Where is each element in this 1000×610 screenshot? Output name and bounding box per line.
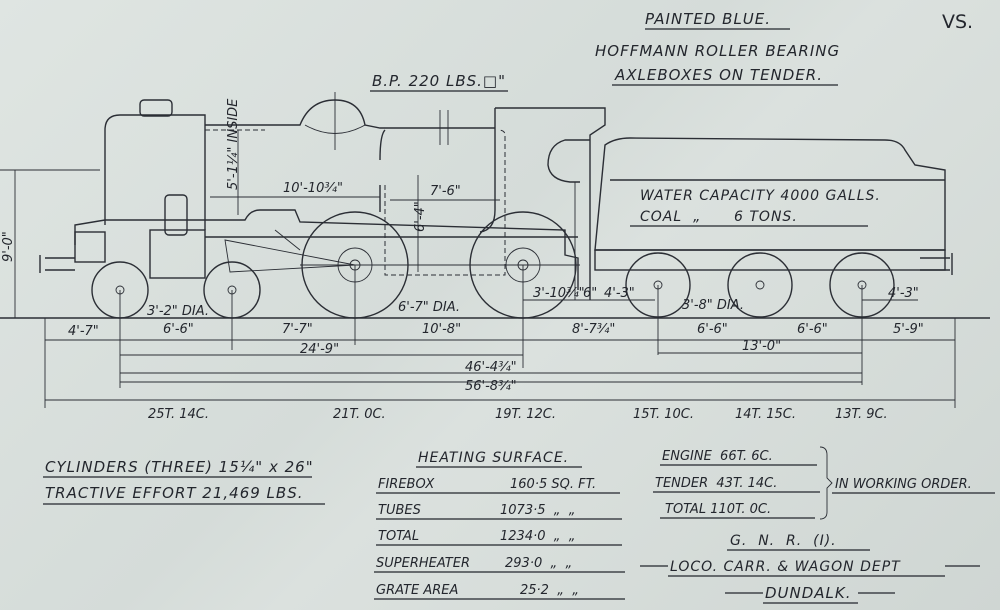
tender-wheel-dia: 3'-8" DIA. [682,298,744,313]
heating-value: 25·2 „ „ [520,583,579,598]
weight-row: TENDER 43T. 14C. [655,476,777,491]
bearing-note-line1: HOFFMANN ROLLER BEARING [595,42,840,60]
chimney [139,99,173,117]
wheelbase-segment: 10'-8" [422,322,461,337]
front-buffer [39,255,75,273]
tender-front-dim: 4'-3" [604,286,635,301]
axle-load: 13T. 9C. [835,407,888,422]
smokebox-inside-dim: 5'-1¼" INSIDE [226,98,241,190]
heating-value: 293·0 „ „ [505,556,572,571]
tender-wheelbase: 13'-0" [742,339,781,354]
tender-frame [594,249,946,271]
rear-overhang-dim: 3'-10¾" [533,286,585,301]
coal-capacity: COAL „ 6 TONS. [640,209,798,225]
engine-wheelbase: 24'-9" [300,342,339,357]
wheelbase-segment: 4'-7" [68,324,99,339]
heating-value: 1073·5 „ „ [500,503,576,518]
bogie-wheel-dia: 3'-2" DIA. [147,304,209,319]
boiler-top [205,99,495,129]
overall-length: 56'-8¾" [465,379,517,394]
wheelbase-segment: 5'-9" [893,322,924,337]
gap-dim: 6" [583,286,597,301]
cylinder [149,229,206,279]
heating-label: SUPERHEATER [376,556,470,571]
smokebox [104,114,206,230]
tender-rear-dim: 4'-3" [888,286,919,301]
boiler-length-dim: 10'-10¾" [283,181,343,196]
heating-label: FIREBOX [378,477,435,492]
tender-wheels [625,252,895,318]
heating-surface-title: HEATING SURFACE. [418,450,569,466]
axle-load: 21T. 0C. [333,407,386,422]
firebox-height-dim: 6'-4" [413,201,428,232]
heating-label: TOTAL [378,529,419,544]
wheelbase-segment: 6'-6" [697,322,728,337]
tractive-effort: TRACTIVE EFFORT 21,469 LBS. [45,484,304,502]
weights-table: ENGINE 66T. 6C. TENDER 43T. 14C. TOTAL 1… [653,446,995,520]
tender-body [594,137,946,251]
cylinders-spec: CYLINDERS (THREE) 15¼" x 26" [45,458,314,476]
firebox-length-dim: 7'-6" [430,184,461,199]
weight-row: TOTAL 110T. 0C. [665,502,771,517]
axle-load: 15T. 10C. [633,407,694,422]
painted-note: PAINTED BLUE. [645,10,771,28]
heating-value: 1234·0 „ „ [500,529,576,544]
total-wheelbase: 46'-4¾" [465,360,517,375]
department-name: LOCO. CARR. & WAGON DEPT [670,559,901,575]
dimension-lines [0,130,956,408]
axle-load: 19T. 12C. [495,407,556,422]
company-name: G. N. R. (I). [730,533,837,549]
heating-label: TUBES [378,503,421,518]
title-block: G. N. R. (I). LOCO. CARR. & WAGON DEPT D… [640,533,980,604]
running-plate [74,209,579,290]
wheelbase-segment: 6'-6" [163,322,194,337]
driving-wheel-dia: 6'-7" DIA. [398,300,460,315]
water-capacity: WATER CAPACITY 4000 GALLS. [640,188,881,204]
rear-buffer [920,253,953,275]
corner-mark: VS. [942,11,973,33]
weight-row: ENGINE 66T. 6C. [662,449,773,464]
working-order-note: IN WORKING ORDER. [835,477,972,492]
wheelbase-segment: 6'-6" [797,322,828,337]
heating-value: 160·5 SQ. FT. [510,477,596,492]
axle-load: 25T. 14C. [148,407,209,422]
locomotive-outline [0,92,990,319]
overall-height-dim: 9'-0" [1,231,16,262]
wheelbase-segment: 8'-7¾" [572,322,615,337]
bearing-note-line2: AXLEBOXES ON TENDER. [614,66,823,84]
heating-surface-table: FIREBOX 160·5 SQ. FT. TUBES 1073·5 „ „ T… [374,477,625,600]
location-name: DUNDALK. [765,584,852,602]
axle-load: 14T. 15C. [735,407,796,422]
cab [495,107,606,300]
wheelbase-segment: 7'-7" [282,322,313,337]
boiler-pressure: B.P. 220 LBS.□" [372,72,506,90]
heating-label: GRATE AREA [376,583,458,598]
